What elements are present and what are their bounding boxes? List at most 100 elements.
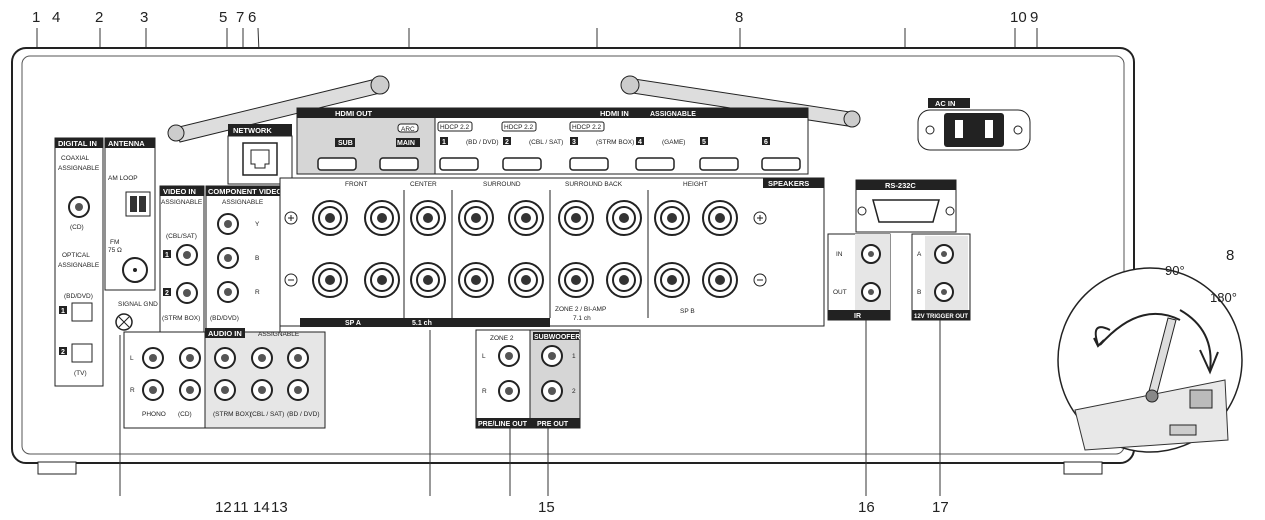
am-loop-terminal[interactable]: [125, 191, 151, 217]
callout-1: 1: [32, 9, 40, 26]
audio-in-assign: ASSIGNABLE: [258, 331, 300, 338]
audio-in-label-cbl: (CBL / SAT): [250, 411, 284, 418]
callout-2: 2: [95, 9, 103, 26]
trigger-b-label: B: [917, 289, 921, 296]
ethernet-port[interactable]: [242, 142, 278, 176]
spk-71ch: 7.1 ch: [573, 315, 591, 322]
hdmi-in-port-6[interactable]: [761, 157, 801, 171]
zone2-panel: ZONE 2 SUBWOOFER L R 1 2 PRE/LINE OUT PR…: [475, 329, 581, 429]
hdmi-in-port-5[interactable]: [699, 157, 739, 171]
hdmi-in-num-1: 1: [442, 139, 446, 146]
spk-zone2-biamp: ZONE 2 / BI-AMP: [555, 306, 606, 313]
hdmi-out-main-label: MAIN: [397, 140, 415, 147]
antenna-panel: ANTENNA AM LOOP FM 75 Ω: [104, 137, 156, 291]
hdmi-in-assign: ASSIGNABLE: [650, 111, 696, 118]
optical-tv-label: (TV): [74, 370, 87, 377]
optical-num-2: 2: [61, 349, 65, 356]
network-panel: NETWORK: [227, 124, 293, 185]
video-in-panel: VIDEO IN ASSIGNABLE (CBL/SAT) 1 2 (STRM …: [159, 185, 205, 333]
callout-5: 5: [219, 9, 227, 26]
hdmi-in-title: HDMI IN: [600, 109, 629, 118]
callout-8: 8: [735, 9, 743, 26]
audio-in-label-cd: (CD): [178, 411, 192, 418]
hdmi-out-title: HDMI OUT: [335, 109, 372, 118]
spk-51ch: 5.1 ch: [412, 320, 432, 327]
coaxial-label: COAXIAL: [61, 155, 90, 162]
hdcp-label-3: HDCP 2.2: [572, 124, 602, 131]
trigger-panel: A B 12V TRIGGER OUT: [911, 233, 971, 321]
hdmi-in-num-3: 3: [572, 139, 576, 146]
video-in-num-2: 2: [165, 290, 169, 297]
preout-label: PRE OUT: [537, 421, 569, 428]
optical-port-1[interactable]: [71, 302, 93, 322]
video-in-assign-label: ASSIGNABLE: [161, 199, 203, 206]
hdmi-in-port-2[interactable]: [502, 157, 542, 171]
spk-front: FRONT: [345, 181, 367, 188]
audio-in-label-bd: (BD / DVD): [287, 411, 320, 418]
callout-lines-bottom: [119, 320, 941, 496]
spk-surround: SURROUND: [483, 181, 521, 188]
callout-4: 4: [52, 9, 60, 26]
digital-in-panel: DIGITAL IN COAXIAL ASSIGNABLE (CD) OPTIC…: [54, 137, 104, 387]
rs232c-port[interactable]: [872, 199, 940, 223]
video-in-num-1: 1: [165, 252, 169, 259]
hdmi-out-main-port[interactable]: [379, 157, 419, 171]
component-title: COMPONENT VIDEO IN: [208, 187, 292, 196]
inset-90-label: 90°: [1165, 263, 1185, 278]
hdmi-in-hdcp: HDCP 2.2 HDCP 2.2 HDCP 2.2: [437, 121, 605, 132]
fm-ohm-label: 75 Ω: [108, 247, 122, 254]
audio-in-l: L: [130, 355, 134, 362]
hdmi-out-panel: HDMI OUT ARC SUB MAIN: [296, 107, 436, 175]
fm-label: FM: [110, 239, 119, 246]
callout-7: 7: [236, 9, 244, 26]
zone2-title: ZONE 2: [490, 335, 514, 342]
hdcp-label-1: HDCP 2.2: [440, 124, 470, 131]
callout-6: 6: [248, 9, 256, 26]
audio-in-panel: AUDIO IN ASSIGNABLE L R PHONO (CD) (STRM…: [123, 328, 326, 429]
hdmi-in-label-4: (GAME): [662, 139, 685, 146]
video-in-cbl-label: (CBL/SAT): [166, 233, 197, 240]
optical-bd-label: (BD/DVD): [64, 293, 93, 300]
ir-title: IR: [854, 313, 861, 320]
optical-assign-label: ASSIGNABLE: [58, 262, 100, 269]
hdcp-label-2: HDCP 2.2: [504, 124, 534, 131]
inset-180-label: 180°: [1210, 290, 1237, 305]
ir-panel: IN OUT IR: [827, 233, 891, 321]
zone2-l: L: [482, 353, 486, 360]
hdmi-in-num-4: 4: [638, 139, 642, 146]
callouts-bottom: 12 11 14 13 15 16 17: [215, 499, 949, 516]
signal-gnd-label: SIGNAL GND: [118, 301, 158, 308]
audio-in-label-phono: PHONO: [142, 411, 166, 418]
hdmi-in-label-1: (BD / DVD): [466, 139, 499, 146]
digital-in-title: DIGITAL IN: [58, 139, 97, 148]
callout-12: 12: [215, 499, 232, 515]
hdmi-in-port-4[interactable]: [635, 157, 675, 171]
callout-10: 10: [1010, 9, 1027, 26]
spk-sp-a: SP A: [345, 320, 361, 327]
callout-11: 11: [233, 499, 249, 515]
callout-8-side: 8: [1226, 247, 1234, 264]
callout-13: 13: [271, 499, 288, 515]
ac-inlet[interactable]: [944, 113, 1004, 147]
hdmi-in-port-3[interactable]: [569, 157, 609, 171]
antenna-rotation-inset: 8 90° 180°: [1057, 247, 1243, 453]
audio-in-title: AUDIO IN: [208, 329, 242, 338]
hdmi-out-arc: ARC: [401, 126, 415, 133]
hdmi-in-ports: 1(BD / DVD)2(CBL / SAT)3(STRM BOX)4(GAME…: [439, 137, 801, 171]
speaker-posts: [312, 200, 738, 298]
optical-label: OPTICAL: [62, 252, 90, 259]
speakers-panel: SPEAKERS FRONT CENTER SURROUND SURROUND …: [279, 177, 825, 327]
audio-in-label-strm: (STRM BOX): [213, 411, 251, 418]
hdmi-in-label-3: (STRM BOX): [596, 139, 634, 146]
spk-center: CENTER: [410, 181, 437, 188]
network-title: NETWORK: [233, 126, 272, 135]
hdmi-in-port-1[interactable]: [439, 157, 479, 171]
optical-port-2[interactable]: [71, 343, 93, 363]
hdmi-in-num-6: 6: [764, 139, 768, 146]
subwoofer-num-1: 1: [572, 353, 576, 360]
hdmi-out-sub-port[interactable]: [317, 157, 357, 171]
video-in-strm-label: (STRM BOX): [162, 315, 200, 322]
callout-3: 3: [140, 9, 148, 26]
coaxial-assign-label: ASSIGNABLE: [58, 165, 100, 172]
